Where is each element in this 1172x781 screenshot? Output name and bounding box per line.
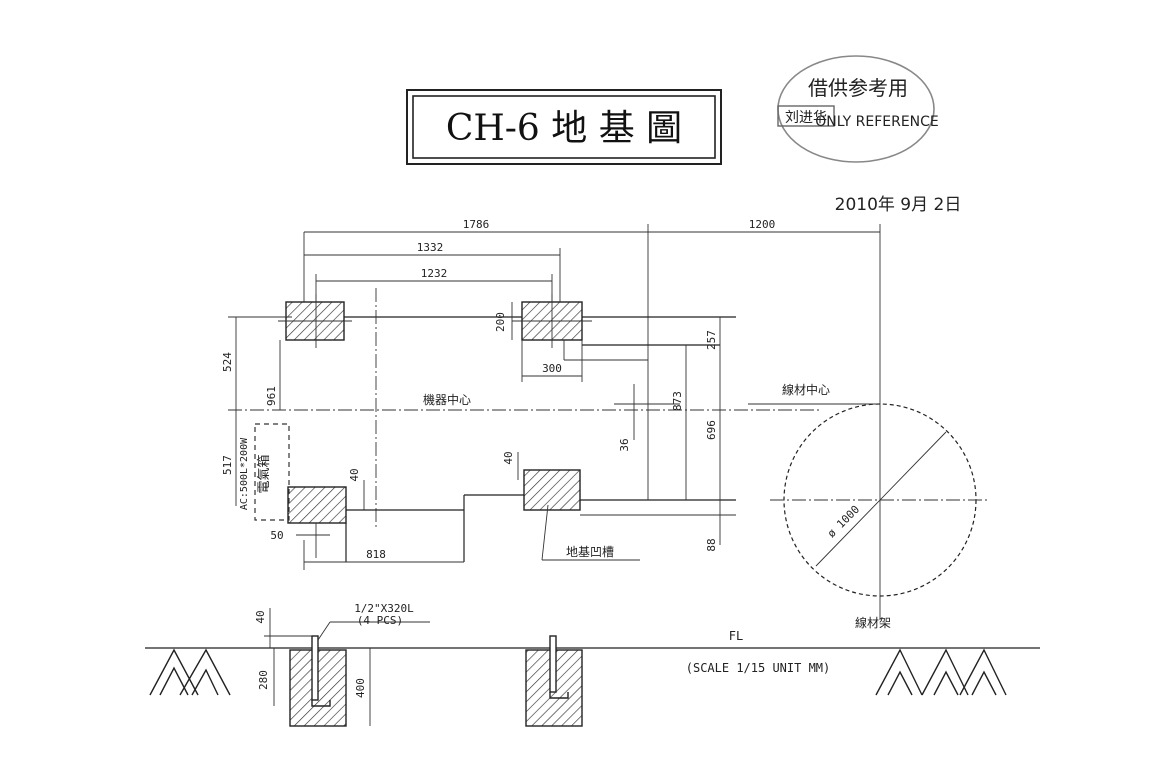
floor-label: FL [729, 629, 743, 643]
dim-280: 280 [257, 670, 270, 690]
dim-1786: 1786 [463, 218, 490, 231]
dim-696: 696 [705, 420, 718, 440]
dim-1332: 1332 [417, 241, 444, 254]
dim-300: 300 [542, 362, 562, 375]
machine-center-label: 機器中心 [423, 392, 471, 407]
dim-50: 50 [270, 529, 283, 542]
electrical-box [254, 423, 290, 521]
dim-961: 961 [265, 386, 278, 406]
dim-200: 200 [494, 312, 507, 332]
dim-88: 88 [705, 538, 718, 551]
stamp-text: 借供参考用 [808, 76, 908, 100]
foundation-pit-label: 地基凹槽 [566, 545, 614, 559]
dim-873: 873 [671, 391, 684, 411]
dim-1200: 1200 [749, 218, 776, 231]
dim-818: 818 [366, 548, 386, 561]
section-view: FL 1/2"X320L (4 PCS) [145, 602, 1040, 727]
dim-40-left: 40 [348, 468, 361, 481]
stamp-name: 刘进华 [785, 110, 827, 126]
dim-1232: 1232 [421, 267, 448, 280]
dim-257: 257 [705, 330, 718, 350]
plan-view: 1786 1200 1332 1232 200 300 [221, 218, 990, 630]
dim-36: 36 [618, 438, 631, 451]
dim-400: 400 [354, 678, 367, 698]
wire-frame-label: 線材架 [855, 615, 891, 630]
dim-517: 517 [221, 455, 234, 475]
bolt-count-label: (4 PCS) [357, 614, 403, 627]
reference-stamp: 借供参考用 刘进华 ONLY REFERENCE 2010年 9月 2日 [777, 55, 962, 215]
bolt-spec-label: 1/2"X320L [354, 602, 414, 615]
electrical-box-label: 電氣箱 [256, 454, 272, 493]
dim-40-right: 40 [502, 451, 515, 464]
dim-40-section: 40 [254, 610, 267, 623]
foundation-block-bottom-left [287, 486, 347, 524]
wire-center-label: 線材中心 [782, 382, 830, 397]
dim-524: 524 [221, 352, 234, 372]
electrical-box-size: AC:500L*200W [239, 437, 250, 510]
stamp-reference: ONLY REFERENCE [815, 114, 939, 130]
stamp-date: 2010年 9月 2日 [835, 195, 962, 215]
drawing-title: CH-6 地 基 圖 [446, 108, 682, 149]
scale-label: (SCALE 1/15 UNIT MM) [686, 661, 831, 675]
title-block: CH-6 地 基 圖 [406, 89, 722, 165]
foundation-block-bottom-right [523, 469, 581, 511]
